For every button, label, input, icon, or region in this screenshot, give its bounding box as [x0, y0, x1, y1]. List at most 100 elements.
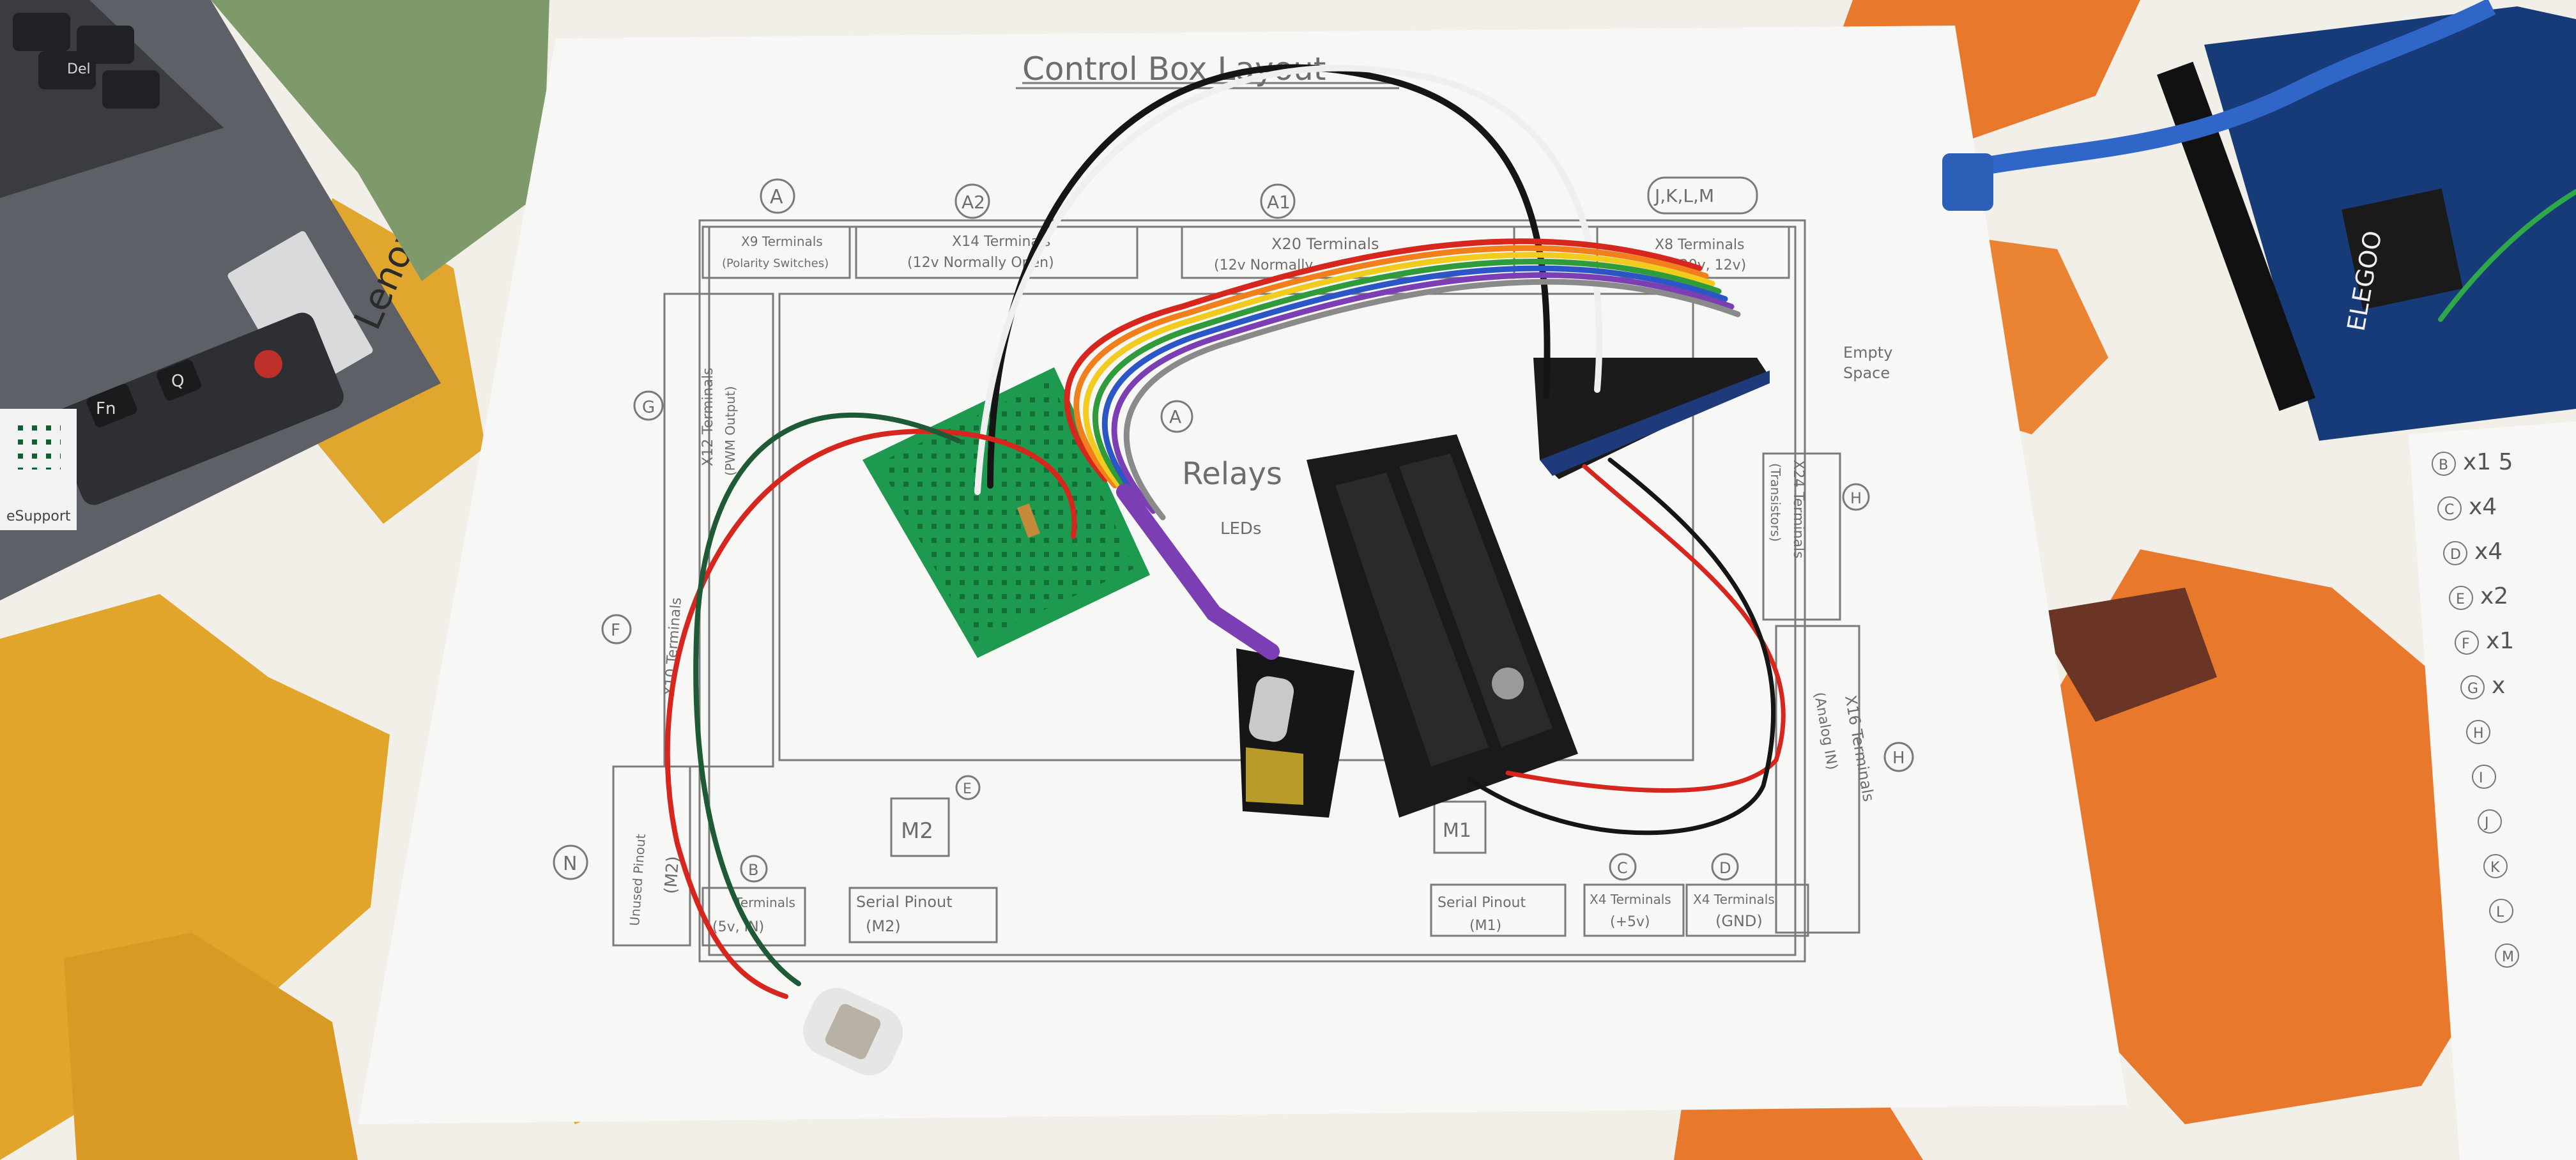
ribbon-red [1064, 238, 1703, 482]
side-list-circle [2432, 452, 2456, 476]
label-d: D [1719, 859, 1731, 877]
support-sticker: eSupport [0, 409, 77, 530]
wire-black-battery [1467, 457, 1775, 836]
label-m1: M1 [1443, 820, 1471, 842]
side-list-circle [2495, 943, 2519, 968]
wire-green-board [2438, 189, 2576, 322]
ribbon-yellow [1083, 252, 1715, 495]
x4-gnd-line1: X4 Terminals [1693, 892, 1775, 907]
ribbon-grey [1123, 279, 1741, 521]
fn-key-label: Fn [96, 399, 116, 418]
q-key-label: Q [171, 372, 184, 391]
resistor [1017, 503, 1040, 538]
side-list-circle [2460, 675, 2485, 699]
key-del-label: Del [67, 61, 91, 77]
ribbon-purple [1111, 272, 1735, 514]
box-x9 [702, 225, 851, 279]
label-a-top-left: A [770, 186, 783, 208]
box-x4-5v [1583, 883, 1685, 937]
empty-line2: Space [1843, 364, 1890, 382]
wire-red-led [664, 429, 1077, 999]
side-list-circle [2478, 809, 2502, 834]
label-e: E [963, 781, 972, 797]
b-terminals-line1: Terminals [734, 895, 795, 910]
side-list-text: x4 [2469, 494, 2497, 520]
label-f: F [611, 621, 620, 640]
wire-red-battery [1505, 464, 1786, 793]
wire-white-top [974, 65, 1603, 495]
label-a1: A1 [1267, 192, 1291, 213]
x9-line1: X9 Terminals [741, 234, 823, 249]
usb-plug [1942, 153, 1993, 211]
mcu-chip [2342, 188, 2463, 310]
relays-line2: LEDs [1220, 519, 1261, 538]
box-x16 [1775, 625, 1860, 934]
side-list-letter: M [2502, 949, 2514, 965]
box-serial-m1 [1430, 883, 1567, 937]
side-list-text: x1 5 [2463, 449, 2513, 475]
label-m2: M2 [901, 818, 933, 844]
wire-green-led [693, 412, 961, 986]
led-bulb [802, 988, 903, 1076]
radio-module [1236, 648, 1354, 818]
serial-m1-line1: Serial Pinout [1438, 895, 1526, 911]
side-list-letter: I [2479, 770, 2483, 786]
side-list-letter: B [2439, 457, 2448, 473]
b-terminals-line2: (5v, IN) [712, 919, 764, 935]
sticker-label: eSupport [6, 508, 71, 524]
qr-code-icon [10, 418, 61, 469]
box-unused-pinout [612, 765, 691, 947]
box-x4-gnd [1685, 883, 1809, 937]
usb-cable [1947, 0, 2496, 181]
box-x24 [1762, 452, 1841, 621]
label-c: C [1617, 859, 1628, 877]
crystal [1248, 676, 1294, 742]
side-list-circle [2472, 765, 2496, 789]
side-list-letter: J [2483, 815, 2489, 831]
chip-m2 [890, 797, 950, 857]
x9-line2: (Polarity Switches) [722, 257, 829, 270]
power-indicator-icon [254, 350, 282, 378]
microcontroller-board: ELEGOO [2157, 6, 2576, 441]
label-g: G [642, 398, 655, 417]
ribbon-blue [1101, 265, 1728, 508]
side-list-letter: D [2450, 547, 2461, 563]
label-h-upper: H [1850, 489, 1862, 507]
battery-holder [1307, 434, 1578, 818]
side-list-text: x [2492, 673, 2505, 699]
label-b: B [748, 861, 758, 879]
wires [664, 64, 2576, 999]
side-list-circle [2455, 630, 2479, 655]
ribbon-orange [1073, 245, 1709, 489]
box-relays-area [778, 293, 1694, 761]
side-list-text: x2 [2480, 583, 2508, 609]
label-a2: A2 [962, 192, 985, 213]
side-list-letter: L [2496, 904, 2504, 920]
ribbon-cable-bundle [1116, 484, 1280, 660]
side-list-letter: E [2456, 591, 2465, 607]
serial-m1-line2: (M1) [1469, 918, 1501, 934]
box-x14 [855, 225, 1138, 279]
label-jklm: J,K,L,M [1653, 185, 1714, 206]
green-cloth [211, 0, 549, 281]
box-x12 [663, 293, 774, 768]
serial-m2-line1: Serial Pinout [856, 893, 953, 911]
side-list-circle [2449, 586, 2473, 610]
side-sheet [2409, 422, 2576, 1160]
function-key-panel: Fn Q [52, 312, 344, 505]
unused-line2: (M2) [661, 855, 683, 894]
pcb-antenna [1246, 747, 1303, 805]
header-pin-block [1533, 358, 1770, 479]
chip-m1 [1433, 800, 1487, 854]
keyboard-keys: Del [13, 13, 160, 109]
x8-line1: X8 Terminals [1655, 237, 1745, 253]
side-list-letter: F [2462, 636, 2470, 652]
side-list-letter: H [2473, 726, 2484, 742]
paper-sheet [358, 26, 2128, 1124]
x12-line2: (PWM Output) [723, 386, 738, 476]
x4-5v-line2: (+5v) [1610, 914, 1650, 930]
battery-spring [1492, 668, 1524, 699]
x12-line1: X12 Terminals [700, 368, 716, 467]
side-list-text: x4 [2474, 538, 2503, 565]
